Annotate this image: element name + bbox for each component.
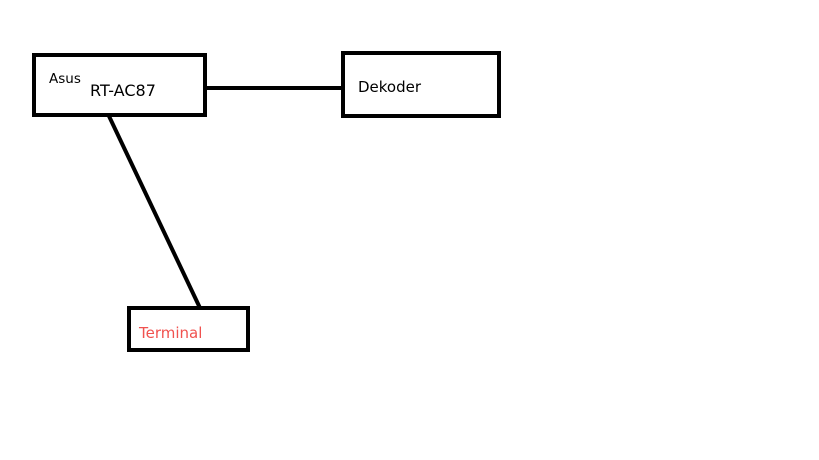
- router-model-label: RT-AC87: [90, 81, 156, 100]
- decoder-label: Dekoder: [358, 78, 422, 96]
- router-to-terminal-link: [106, 113, 202, 309]
- router-brand-label: Asus: [49, 71, 81, 87]
- terminal-node[interactable]: Terminal: [127, 306, 250, 352]
- decoder-node[interactable]: Dekoder: [341, 51, 501, 118]
- router-node[interactable]: Asus RT-AC87: [32, 53, 207, 117]
- terminal-label: Terminal: [139, 324, 203, 342]
